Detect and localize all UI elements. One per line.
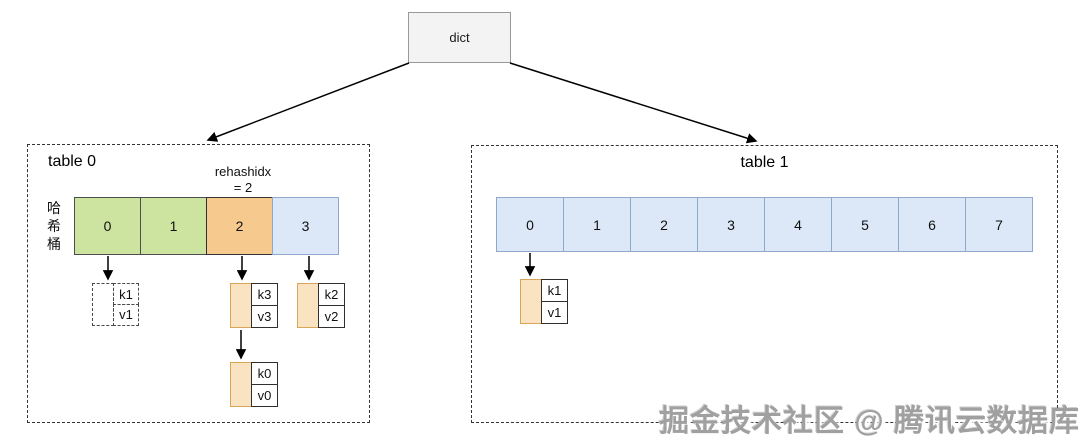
entry-key-cell: k3 bbox=[251, 283, 278, 306]
dict-to-table1-arrow bbox=[509, 62, 758, 144]
table1-bucket-4: 4 bbox=[764, 197, 832, 252]
entry-cells: k1 v1 bbox=[113, 283, 139, 326]
dict-to-table0-arrow bbox=[206, 62, 410, 142]
table0-bucket-1: 1 bbox=[140, 197, 207, 255]
table1-bucket-0: 0 bbox=[496, 197, 564, 252]
table1-bucket-6: 6 bbox=[898, 197, 966, 252]
entry-value-cell: v3 bbox=[251, 304, 278, 328]
entry-key-cell: k2 bbox=[318, 283, 345, 306]
entry-node-k2v2: k2 v2 bbox=[297, 283, 345, 328]
table0-title: table 0 bbox=[48, 153, 97, 170]
table1-container: table 1 bbox=[471, 145, 1058, 423]
entry-key-cell: k0 bbox=[251, 362, 278, 385]
entry-node-k0v0: k0 v0 bbox=[230, 362, 278, 407]
table0-bucket-3: 3 bbox=[272, 197, 339, 255]
table0-container: table 0 bbox=[27, 144, 370, 423]
entry-value-cell: v2 bbox=[318, 304, 345, 328]
table1-bucket-1: 1 bbox=[563, 197, 631, 252]
table1-bucket-row: 0 1 2 3 4 5 6 7 bbox=[496, 197, 1033, 252]
entry-key-cell: k1 bbox=[113, 283, 139, 305]
table1-title: table 1 bbox=[740, 154, 789, 171]
dict-root-label: dict bbox=[449, 30, 470, 45]
entry-pointer-bar bbox=[230, 283, 252, 328]
table0-bucket-0: 0 bbox=[74, 197, 141, 255]
table0-bucket-2: 2 bbox=[206, 197, 273, 255]
entry-cells: k0 v0 bbox=[251, 362, 278, 407]
entry-pointer-bar bbox=[520, 279, 542, 324]
axis-label-char: 希 bbox=[47, 218, 61, 234]
table0-bucket-row: 0 1 2 3 bbox=[74, 197, 339, 255]
entry-pointer-bar bbox=[230, 362, 252, 407]
watermark-text: 掘金技术社区 @ 腾讯云数据库 bbox=[659, 405, 1080, 438]
rehashidx-label-line1: rehashidx bbox=[214, 164, 272, 179]
axis-label-char: 哈 bbox=[47, 200, 61, 216]
entry-cells: k1 v1 bbox=[541, 279, 568, 324]
entry-pointer-bar bbox=[297, 283, 319, 328]
entry-cells: k3 v3 bbox=[251, 283, 278, 328]
rehashidx-label-line2: = 2 bbox=[233, 180, 253, 195]
entry-value-cell: v1 bbox=[541, 300, 568, 324]
table1-bucket-2: 2 bbox=[630, 197, 698, 252]
entry-value-cell: v1 bbox=[113, 303, 139, 326]
table1-entry-node-k1v1: k1 v1 bbox=[520, 279, 568, 324]
entry-node-k3v3: k3 v3 bbox=[230, 283, 278, 328]
table1-bucket-7: 7 bbox=[965, 197, 1033, 252]
axis-label-char: 桶 bbox=[47, 236, 61, 252]
entry-cells: k2 v2 bbox=[318, 283, 345, 328]
dict-root-box: dict bbox=[408, 12, 511, 63]
entry-pointer-bar bbox=[92, 283, 114, 326]
entry-key-cell: k1 bbox=[541, 279, 568, 302]
table1-bucket-3: 3 bbox=[697, 197, 765, 252]
rehashidx-label: rehashidx = 2 bbox=[193, 164, 293, 196]
entry-node-k1v1-ghost: k1 v1 bbox=[92, 283, 139, 326]
hash-bucket-axis-label: 哈 希 桶 bbox=[44, 199, 64, 253]
table1-bucket-5: 5 bbox=[831, 197, 899, 252]
entry-value-cell: v0 bbox=[251, 383, 278, 407]
